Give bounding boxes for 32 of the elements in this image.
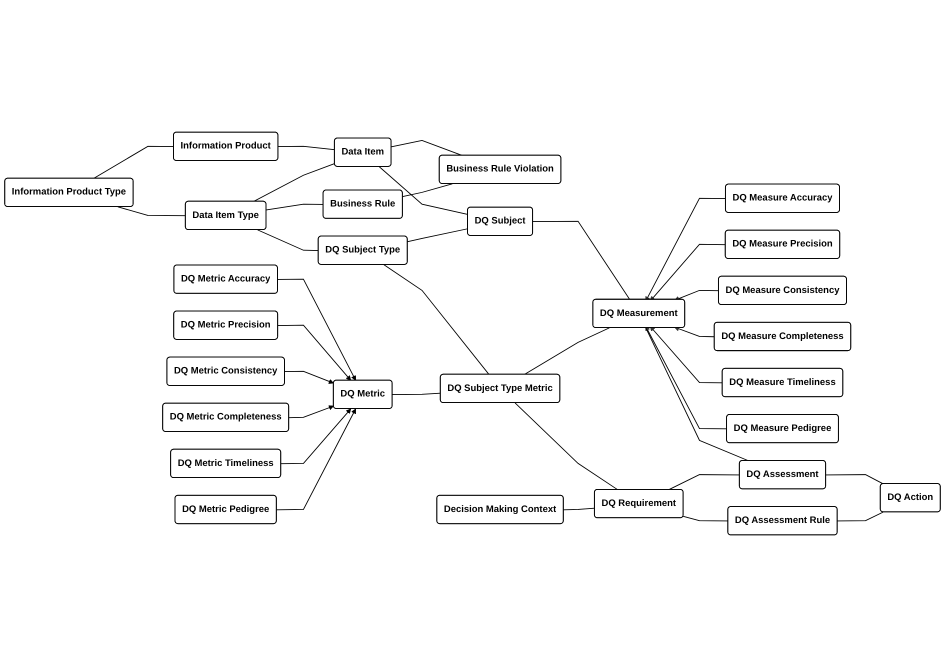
arrow <box>650 244 726 302</box>
connector <box>257 229 319 251</box>
connector <box>266 204 324 210</box>
arrow <box>284 370 334 384</box>
connector <box>563 508 596 510</box>
connector <box>93 146 174 179</box>
connector <box>392 392 442 396</box>
connector <box>378 166 468 215</box>
arrow <box>650 326 723 384</box>
connector <box>407 228 468 242</box>
arrow <box>288 405 334 418</box>
arrow <box>674 326 715 338</box>
connector <box>384 264 490 375</box>
connector <box>514 402 618 490</box>
connector <box>645 327 749 462</box>
connector <box>117 206 186 216</box>
connector <box>825 474 884 484</box>
connector <box>682 516 729 522</box>
arrow <box>674 290 720 302</box>
arrow <box>276 408 356 510</box>
arrow <box>280 408 352 464</box>
connector <box>524 327 610 375</box>
connector <box>390 140 463 156</box>
connector <box>668 474 740 490</box>
connector <box>252 163 336 202</box>
connector <box>402 183 453 198</box>
arrow <box>645 326 728 430</box>
arrow <box>277 278 356 381</box>
connector <box>278 146 336 150</box>
connector <box>532 220 630 300</box>
connector <box>837 512 884 522</box>
arrow <box>278 324 352 381</box>
